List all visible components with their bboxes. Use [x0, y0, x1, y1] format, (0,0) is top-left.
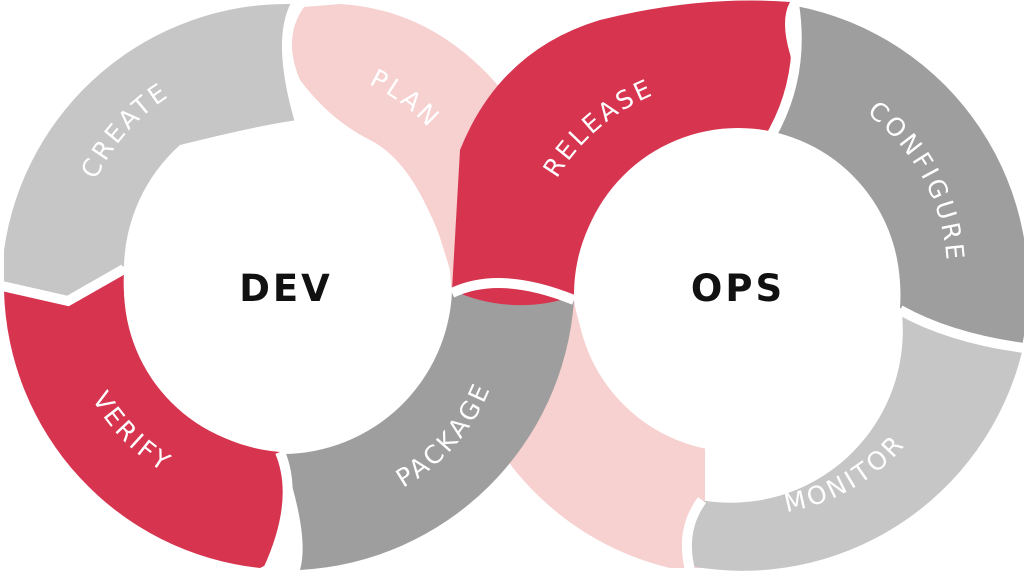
- separator-create-verify: [0, 264, 127, 307]
- dev-center-circle: [124, 126, 448, 450]
- separator-package-release: [449, 278, 576, 305]
- monitor-segment: [686, 314, 1022, 571]
- package-segment: [282, 274, 574, 570]
- ops-center-circle: [576, 128, 900, 452]
- loop-segments: [4, 0, 1024, 571]
- verify-segment: [4, 272, 285, 568]
- configure-segment: [772, 6, 1024, 346]
- separator-create-plan: [281, 1, 305, 124]
- dev-label: DEV: [239, 267, 333, 310]
- separator-release-configure: [767, 3, 802, 137]
- separator-monitor-under: [681, 497, 707, 572]
- release-segment: [452, 0, 793, 306]
- separator-verify-package: [263, 450, 293, 573]
- ops-label: OPS: [691, 267, 785, 310]
- create-segment: [4, 3, 298, 298]
- separator-configure-monitor: [897, 305, 1024, 353]
